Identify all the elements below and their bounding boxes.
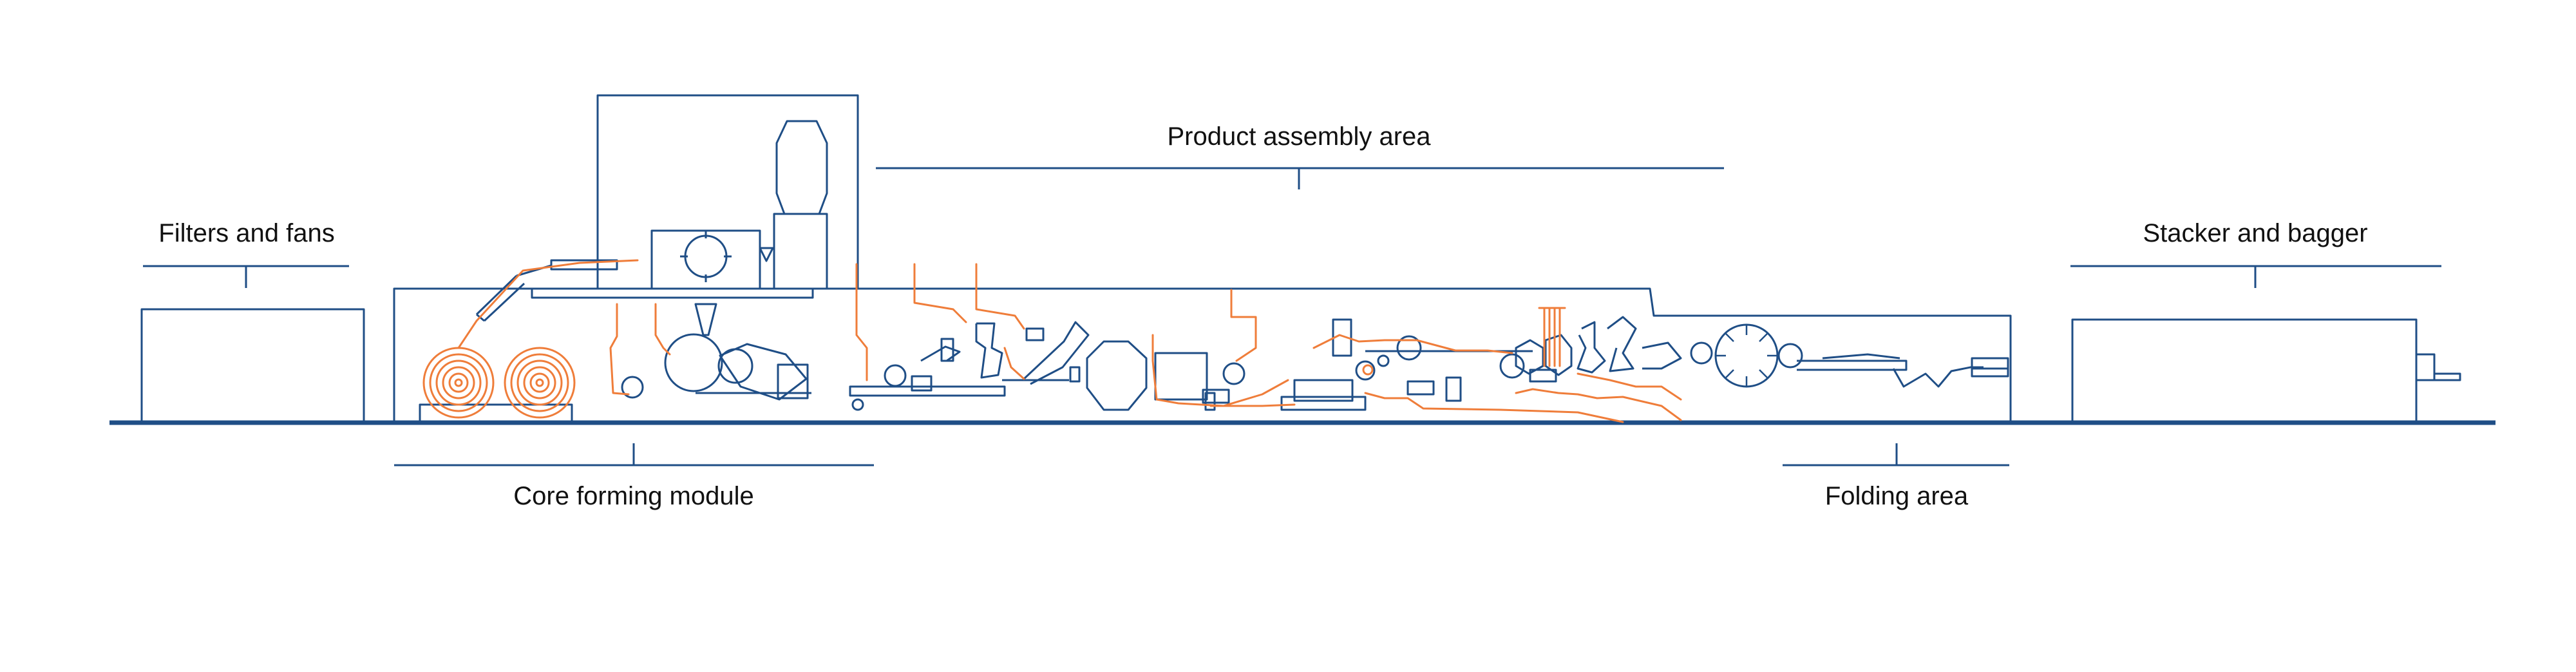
folding-area-bracket (1783, 443, 2009, 466)
filters-and-fans-label: Filters and fans (158, 219, 335, 247)
product-assembly-bracket (876, 167, 1724, 189)
filters-fans-housing (140, 308, 365, 423)
tower-platform (531, 287, 814, 299)
material-roll-1 (422, 347, 495, 419)
core-forming-module-label: Core forming module (513, 482, 754, 510)
mixer-wheel (684, 235, 728, 278)
machine-outlines (140, 94, 2461, 423)
label-brackets (143, 167, 2441, 466)
guide-comb (1538, 307, 1566, 367)
upper-tower (596, 94, 859, 289)
main-line-housing (393, 287, 2012, 422)
core-forming-bracket (394, 443, 874, 466)
stacker-and-bagger-label: Stacker and bagger (2143, 219, 2368, 247)
tall-stack (775, 120, 828, 215)
product-assembly-area-label: Product assembly area (1167, 122, 1431, 151)
filters-and-fans-bracket (143, 265, 349, 288)
stacker-bagger-housing (2071, 318, 2418, 423)
forming-drum (664, 333, 723, 392)
material-paths (422, 259, 1682, 423)
stack-base (773, 213, 828, 290)
folding-area-label: Folding area (1824, 482, 1969, 510)
material-roll-2 (504, 347, 576, 419)
stacker-and-bagger-bracket (2070, 265, 2441, 288)
